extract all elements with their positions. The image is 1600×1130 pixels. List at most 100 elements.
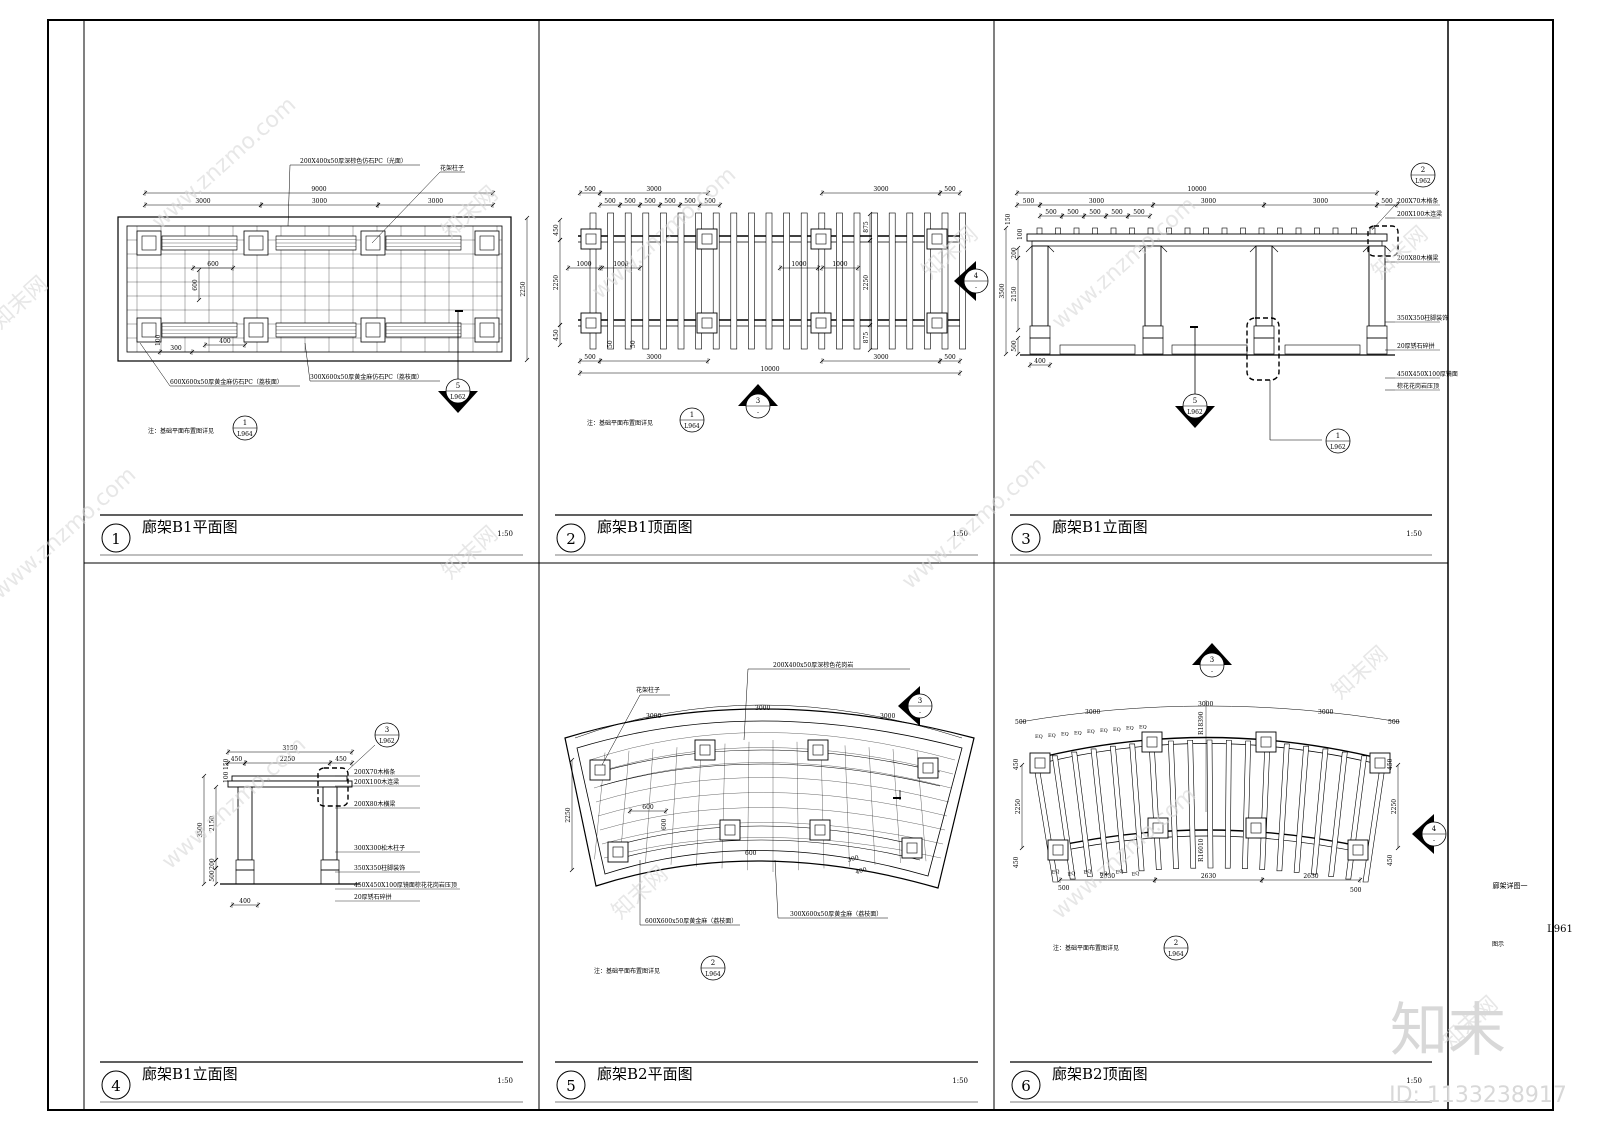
dim-label: 300X600x50厚黄金麻（荔枝面） (790, 910, 882, 918)
detail-callout (1367, 225, 1399, 257)
dim-label: 600 (661, 818, 668, 830)
panel-number-circle (101, 523, 131, 553)
dim-label: 2630 (1303, 873, 1318, 880)
dim-label: 3000 (312, 198, 327, 205)
dim-label: 3000 (646, 354, 661, 361)
dim-label: 100 (1017, 228, 1024, 240)
dim-label: 3500 (999, 283, 1006, 298)
watermark-text: 知末网 (0, 272, 53, 335)
dim-label: 3000 (1313, 198, 1328, 205)
dim-label: 100 (155, 334, 162, 346)
note-text: 注：基础平面布置图详见 (148, 427, 214, 435)
ref-number: 2 (1421, 166, 1425, 174)
dim-label: 500 (209, 870, 216, 882)
roof-slat (1051, 755, 1076, 880)
ref-number: 2 (1174, 939, 1178, 947)
ref-number: 5 (1193, 397, 1197, 405)
ref-sheet: L964 (237, 431, 253, 438)
sheet-code: L961 (1547, 924, 1573, 935)
dim-label: 1000 (832, 261, 847, 268)
dim-label: 400 (1034, 358, 1046, 365)
dim-label: EQ (1083, 869, 1092, 876)
dim-label: 200 (209, 858, 216, 870)
ref-number: 3 (756, 397, 760, 405)
dim-label: EQ (1061, 732, 1069, 738)
dim-label: 3000 (880, 713, 895, 720)
dim-label: 200X100木连梁 (1397, 210, 1442, 218)
ref-number: 2 (711, 959, 715, 967)
watermark-text: www.znzmo.com (147, 92, 301, 234)
dim-label: 150 (1005, 213, 1012, 225)
dim-label: 500 (644, 198, 656, 205)
panel-title: 廊架B2顶面图 (1052, 1065, 1148, 1083)
ref-number: 4 (974, 272, 979, 280)
dim-label: 400 (855, 866, 868, 876)
ref-number: 1 (243, 419, 247, 427)
dim-label: 600X600x50厚黄金麻仿石PC（荔枝面） (170, 378, 283, 386)
dim-label: 450 (231, 756, 243, 763)
dim-label: 500 (684, 198, 696, 205)
panel-number: 4 (111, 1077, 121, 1095)
dim-label: 2150 (1011, 286, 1018, 301)
dim-label: 600 (745, 850, 757, 857)
dim-label: 3000 (755, 705, 770, 712)
panel-number: 6 (1021, 1077, 1031, 1095)
roof-slat (1071, 751, 1093, 877)
dim-label: 3000 (195, 198, 210, 205)
dim-label: 500 (1133, 209, 1145, 216)
panel-title: 廊架B1顶面图 (597, 518, 693, 536)
dim-label: EQ (1100, 728, 1108, 734)
dim-label: 200X70木格条 (354, 768, 395, 776)
dim-label: 10000 (1187, 186, 1206, 193)
roof-slat (1242, 740, 1251, 869)
ref-sheet: L964 (684, 423, 700, 430)
dim-label: 20厚锈石碎拼 (354, 893, 392, 901)
ref-number: 1 (1336, 432, 1340, 440)
dim-label: 500 (664, 198, 676, 205)
dim-label: 400 (239, 898, 251, 905)
dim-label: 3000 (1318, 709, 1333, 716)
dim-label: 500 (1045, 209, 1057, 216)
dim-label: EQ (1126, 726, 1134, 732)
dim-label: 500 (1011, 340, 1018, 352)
dim-label: EQ (1087, 729, 1095, 735)
detail-callout (317, 767, 349, 807)
dim-label: 450 (335, 756, 347, 763)
dim-label: EQ (1139, 724, 1147, 730)
dim-label: 100 (223, 771, 230, 783)
ref-sheet: - (1433, 837, 1435, 844)
dim-label: 2250 (1015, 799, 1022, 814)
dim-label: 500 (1388, 719, 1400, 726)
watermark-text: 知末网 (437, 522, 503, 585)
dim-label: 500 (1089, 209, 1101, 216)
dim-label: 150 (223, 758, 230, 770)
watermark-text: 知末网 (1327, 642, 1393, 705)
dim-label: 50 (630, 340, 637, 348)
panel-scale: 1:50 (952, 530, 968, 538)
roof-slat (1328, 751, 1348, 877)
watermark-text: www.znzmo.com (897, 452, 1051, 594)
dim-label: 3000 (873, 354, 888, 361)
ref-number: 1 (690, 411, 694, 419)
ref-sheet: L964 (1168, 951, 1184, 958)
dim-label: 3000 (873, 186, 888, 193)
panel-number-circle (1011, 523, 1041, 553)
dim-label: 10000 (760, 366, 779, 373)
dim-label: 500 (584, 186, 596, 193)
dim-label: 1000 (576, 261, 591, 268)
panel-title: 廊架B1立面图 (1052, 518, 1148, 536)
panel-scale: 1:50 (1406, 1077, 1422, 1085)
roof-slat (1090, 748, 1111, 875)
watermark-logo: 知末 (1390, 996, 1506, 1064)
dim-label: 500 (624, 198, 636, 205)
dim-label: 9000 (311, 186, 326, 193)
dim-label: 500 (604, 198, 616, 205)
dim-label: 20厚锈石碎拼 (1397, 342, 1435, 350)
dim-label: 3000 (646, 186, 661, 193)
dim-label: 3000 (1198, 701, 1213, 708)
dim-label: 200X100木连梁 (354, 778, 399, 786)
watermark-text: www.znzmo.com (157, 732, 311, 874)
dim-label: 450X450X100厚镜面棕花花岗岩压顶 (354, 881, 457, 889)
